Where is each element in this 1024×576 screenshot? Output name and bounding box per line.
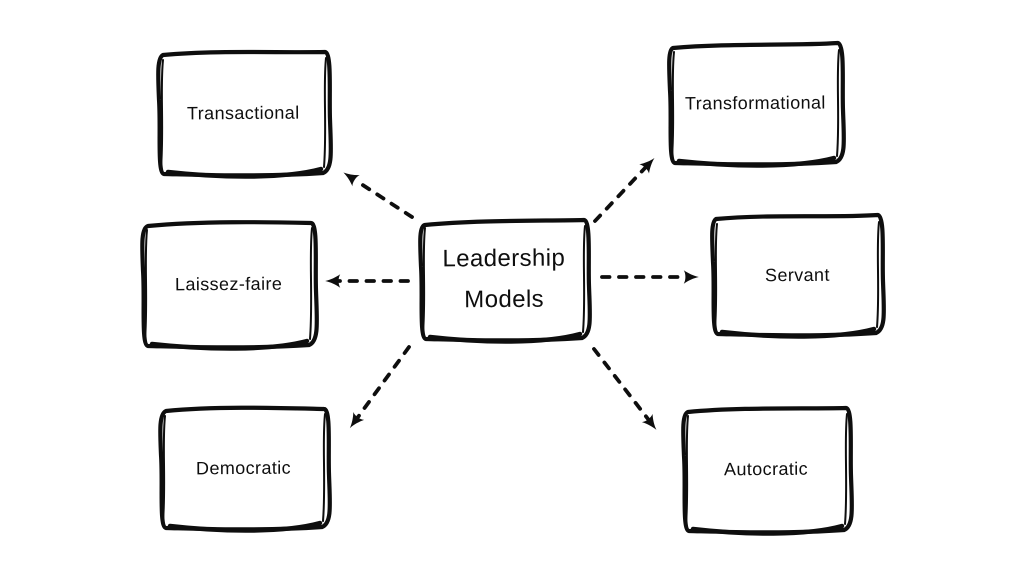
node-democratic-label: Democratic: [196, 457, 292, 478]
node-transformational-label: Transformational: [685, 92, 826, 114]
node-servant: Servant: [706, 210, 888, 340]
arrow-center-to-transformational: [593, 157, 655, 223]
node-autocratic: Autocratic: [677, 402, 856, 537]
node-transformational: Transformational: [663, 38, 848, 169]
node-servant-label: Servant: [764, 264, 830, 285]
node-laissez-faire: Laissez-faire: [136, 216, 321, 352]
node-center-leadership-models: Leadership Models: [414, 214, 594, 345]
node-transactional-label: Transactional: [187, 102, 300, 123]
arrow-center-to-autocratic: [592, 347, 657, 430]
center-node-label: Leadership Models: [442, 244, 566, 314]
node-democratic: Democratic: [154, 402, 334, 534]
arrow-center-to-transactional: [343, 172, 414, 219]
node-transactional: Transactional: [152, 46, 335, 180]
node-autocratic-label: Autocratic: [724, 458, 809, 480]
node-laissez-faire-label: Laissez-faire: [174, 273, 283, 294]
arrow-center-to-democratic: [349, 345, 411, 429]
